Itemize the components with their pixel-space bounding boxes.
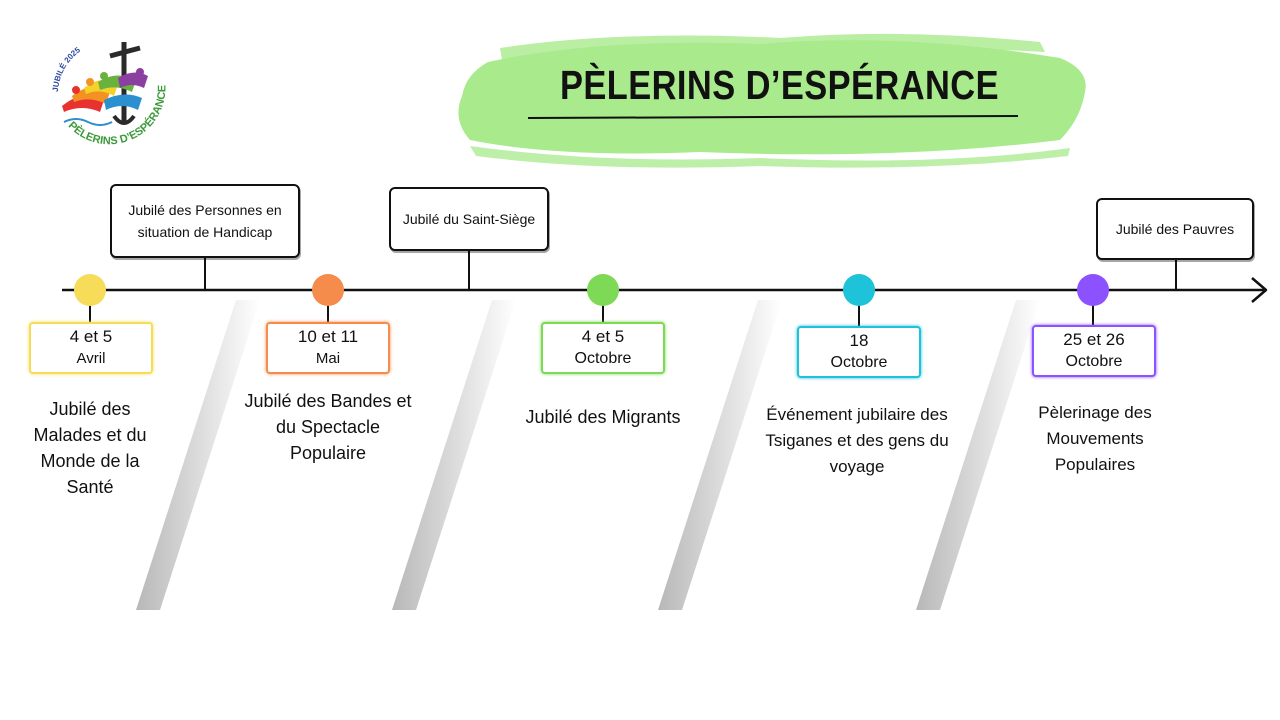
waves-icon <box>63 118 113 126</box>
date-box-month: Mai <box>315 350 341 367</box>
event-title-tsiganes: Événement jubilaire des Tsiganes et des … <box>765 405 949 476</box>
jubilee-logo: JUBILÉ 2025 PÈLERINS D’ESPÉRANCE <box>51 42 168 147</box>
date-box-month: Octobre <box>830 354 888 371</box>
title-brush-stroke <box>458 33 1086 168</box>
event-title-mouvements: Pèlerinage des Mouvements Populaires <box>1038 403 1152 474</box>
title-underline <box>527 115 1019 119</box>
callout-handicap: Jubilé des Personnes en situation de Han… <box>110 184 300 258</box>
timeline-arrowhead <box>1251 277 1268 303</box>
date-box-octobre-18: 18 Octobre <box>797 326 921 378</box>
event-dot <box>312 274 344 306</box>
date-box-octobre-25: 25 et 26 Octobre <box>1032 325 1156 377</box>
date-box-day: 25 et 26 <box>1063 330 1125 349</box>
date-box-mai: 10 et 11 Mai <box>266 322 390 374</box>
date-box-day: 10 et 11 <box>297 327 359 346</box>
event-dot <box>843 274 875 306</box>
pilgrims-figures-icon <box>62 68 148 112</box>
date-box-month: Octobre <box>1065 353 1123 370</box>
event-dot <box>1077 274 1109 306</box>
event-title-spectacle: Jubilé des Bandes et du Spectacle Popula… <box>244 391 412 463</box>
callout-saint-siege: Jubilé du Saint-Siège <box>389 187 549 251</box>
event-title-sante: Jubilé des Malades et du Monde de la San… <box>33 399 147 497</box>
event-title-migrants: Jubilé des Migrants <box>525 407 681 427</box>
svg-text:JUBILÉ 2025: JUBILÉ 2025 <box>51 45 82 92</box>
shadow-streaks <box>136 300 1040 610</box>
date-box-octobre-4: 4 et 5 Octobre <box>541 322 665 374</box>
date-box-avril: 4 et 5 Avril <box>29 322 153 374</box>
date-box-month: Avril <box>76 350 106 367</box>
event-dot <box>74 274 106 306</box>
date-box-month: Octobre <box>574 350 632 367</box>
callout-pauvres: Jubilé des Pauvres <box>1096 198 1254 260</box>
date-box-day: 4 et 5 <box>581 327 625 346</box>
page-title: PÈLERINS D’ESPÉRANCE <box>560 62 999 108</box>
event-dot <box>587 274 619 306</box>
date-box-day: 4 et 5 <box>69 327 113 346</box>
date-box-day: 18 <box>849 331 869 350</box>
logo-top-text: JUBILÉ 2025 <box>51 45 82 92</box>
